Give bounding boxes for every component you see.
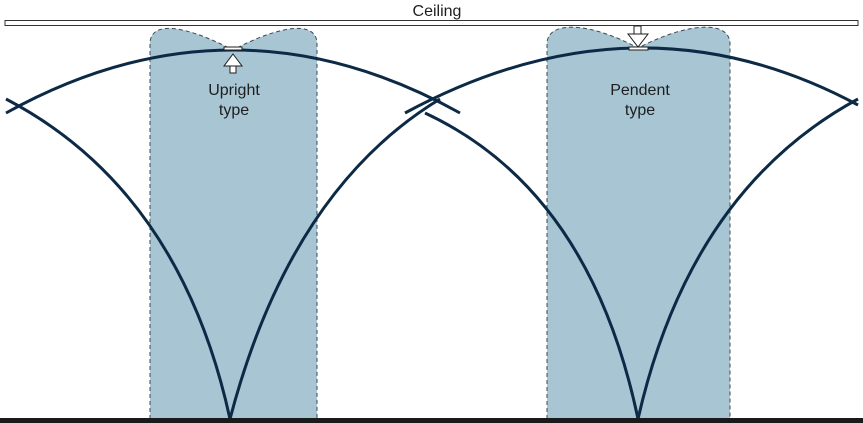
- ceiling-label: Ceiling: [413, 3, 462, 20]
- upright-type-label-line1: Upright: [208, 82, 260, 99]
- ceiling-bar: [4, 20, 859, 26]
- floor-line: [0, 418, 863, 423]
- upright-sprinkler-icon: [223, 46, 243, 74]
- pendent-sprinkler-icon: [626, 25, 650, 51]
- pendent-type-label-line1: Pendent: [610, 82, 670, 99]
- upright-right-trajectory: [228, 97, 441, 420]
- pendent-left-trajectory: [424, 111, 640, 420]
- pendent-type-label-line2: type: [625, 102, 655, 119]
- upright-left-trajectory: [5, 97, 232, 420]
- pendent-right-trajectory: [636, 97, 859, 420]
- upright-type-label-line2: type: [219, 102, 249, 119]
